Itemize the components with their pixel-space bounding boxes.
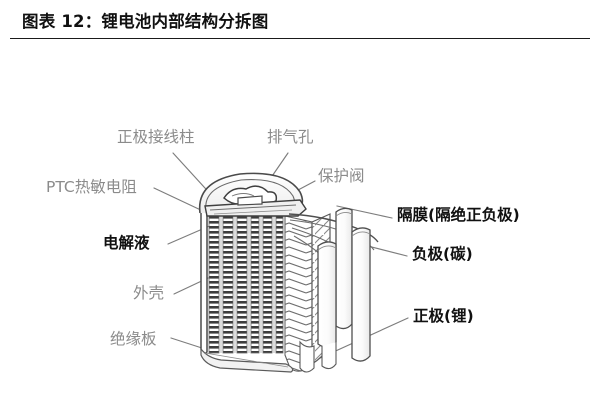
- label-cathode: 正极(锂): [413, 307, 474, 325]
- title-divider: [10, 38, 590, 39]
- unrolled-electrode-sheets: [288, 207, 379, 373]
- label-anode: 负极(碳): [412, 245, 473, 263]
- insulation-plate-part: [200, 347, 294, 373]
- label-electrolyte: 电解液: [103, 234, 150, 252]
- label-positive-terminal: 正极接线柱: [117, 128, 195, 146]
- label-insulation-plate: 绝缘板: [110, 330, 157, 348]
- battery-case-outline: [200, 196, 208, 355]
- label-ptc-thermistor: PTC热敏电阻: [46, 178, 137, 196]
- battery-diagram-svg: [153, 152, 409, 373]
- electrode-stack-vertical: [208, 211, 284, 354]
- figure-title-block: 图表 12：锂电池内部结构分拆图: [0, 0, 600, 46]
- label-safety-valve: 保护阀: [318, 167, 365, 185]
- battery-body: [198, 172, 379, 373]
- label-vent-hole: 排气孔: [267, 128, 314, 146]
- figure-title: 图表 12：锂电池内部结构分拆图: [22, 12, 269, 31]
- label-separator: 隔膜(隔绝正负极): [397, 206, 520, 224]
- label-case: 外壳: [133, 284, 165, 302]
- battery-illustration: 正极接线柱 排气孔 PTC热敏电阻 保护阀 隔膜(隔绝正负极) 负极(碳) 电解…: [0, 46, 600, 400]
- cap-assembly: [198, 172, 307, 217]
